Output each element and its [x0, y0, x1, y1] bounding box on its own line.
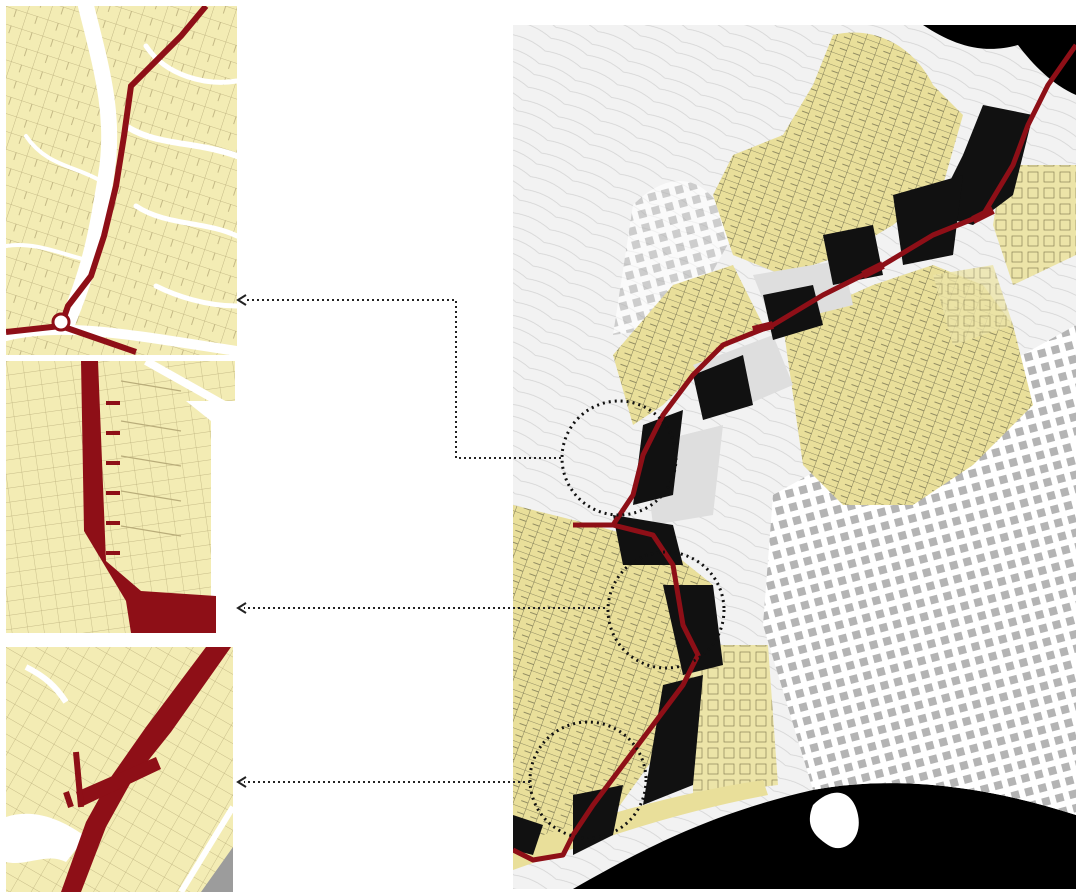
inset-1-svg [6, 6, 237, 355]
focus-circle-3 [528, 720, 648, 840]
inset-map-1 [6, 6, 237, 355]
corridor-path [6, 6, 209, 335]
focus-circle-2 [606, 550, 726, 670]
arrowhead-1 [236, 294, 247, 306]
arrowhead-3 [236, 776, 247, 788]
focus-circle-1 [560, 399, 678, 517]
arrowhead-2 [236, 602, 247, 614]
inset-map-3 [6, 647, 233, 892]
inset-2-svg [6, 361, 235, 633]
corridor-block [81, 361, 216, 633]
inset-3-svg [6, 647, 233, 892]
inset-map-2 [6, 361, 235, 633]
city-map-svg [513, 25, 1076, 889]
building-footprints [513, 105, 1033, 855]
corridor-block [61, 647, 231, 892]
city-map [513, 25, 1076, 889]
main-corridor-line [513, 43, 1076, 863]
